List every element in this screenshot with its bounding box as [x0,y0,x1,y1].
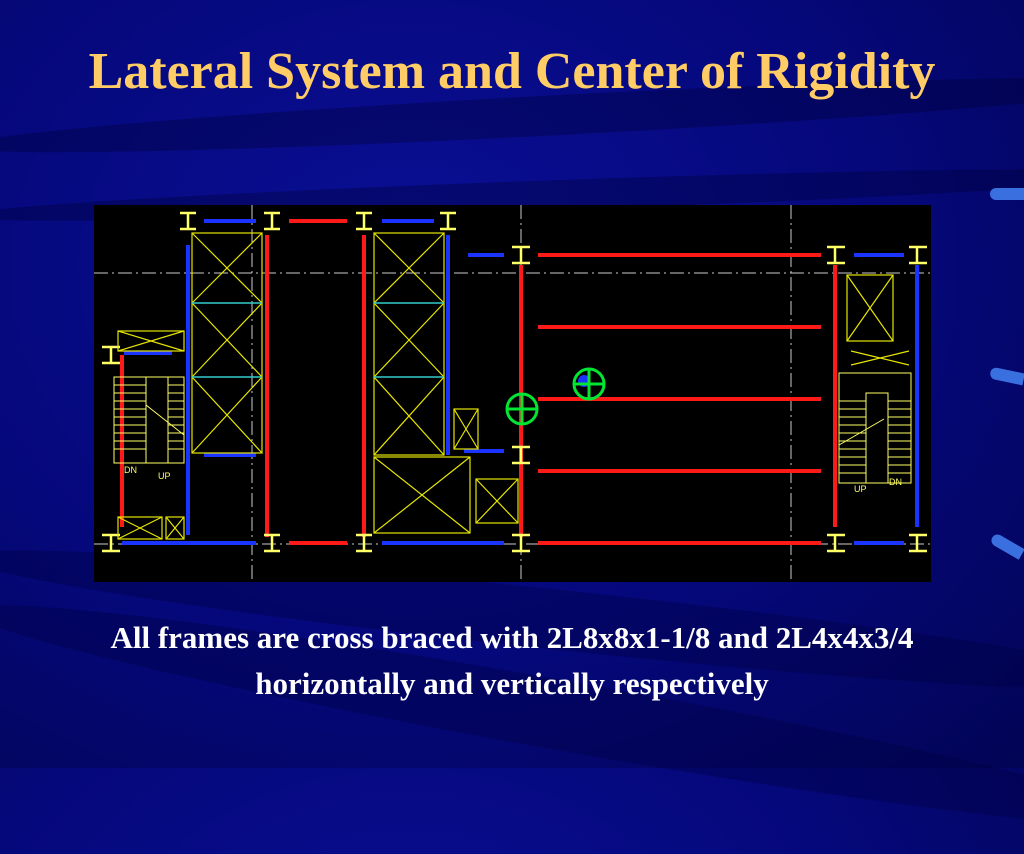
braced-frame-left [191,232,263,454]
blue-beams [122,219,919,545]
columns [102,211,927,553]
stair-label: DN [889,477,902,487]
decorative-tab [989,532,1024,560]
decorative-tab [989,366,1024,386]
stair-label: UP [158,471,171,481]
decorative-tab [990,188,1024,200]
braced-frame-center [373,232,471,534]
grid-lines [94,205,931,582]
center-of-mass-icon [572,367,606,401]
stair-label: DN [124,465,137,475]
slide-title: Lateral System and Center of Rigidity [88,43,936,100]
floor-plan-drawing: DN UP UP DN [94,205,931,582]
cyan-lines [192,302,444,378]
stair-label: UP [854,484,867,494]
stair-right [838,372,912,484]
center-of-rigidity-icon [505,392,539,426]
floor-plan: DN UP UP DN [94,205,931,582]
stair-left [113,376,185,464]
slide-caption: All frames are cross braced with 2L8x8x1… [110,620,914,701]
boxed-elements [117,274,910,540]
